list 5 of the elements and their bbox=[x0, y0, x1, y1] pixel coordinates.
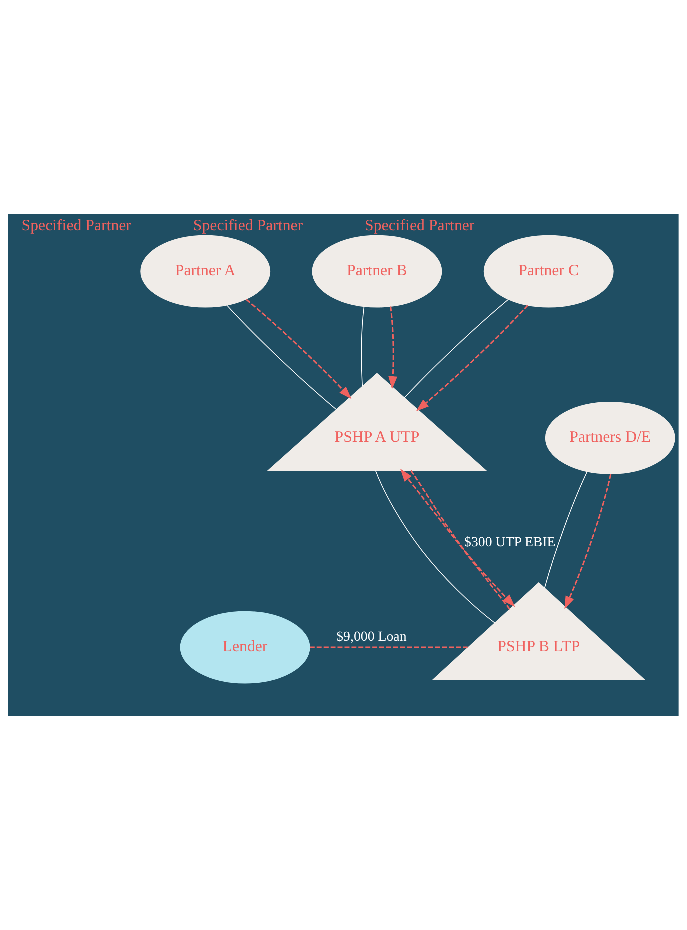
node-label: Specified Partner bbox=[365, 218, 475, 235]
node-label: Specified Partner bbox=[22, 218, 132, 235]
edge-label: $9,000 Loan bbox=[336, 630, 407, 645]
edge-label: $300 UTP EBIE bbox=[464, 536, 556, 551]
node-label: Specified Partner bbox=[193, 218, 304, 235]
